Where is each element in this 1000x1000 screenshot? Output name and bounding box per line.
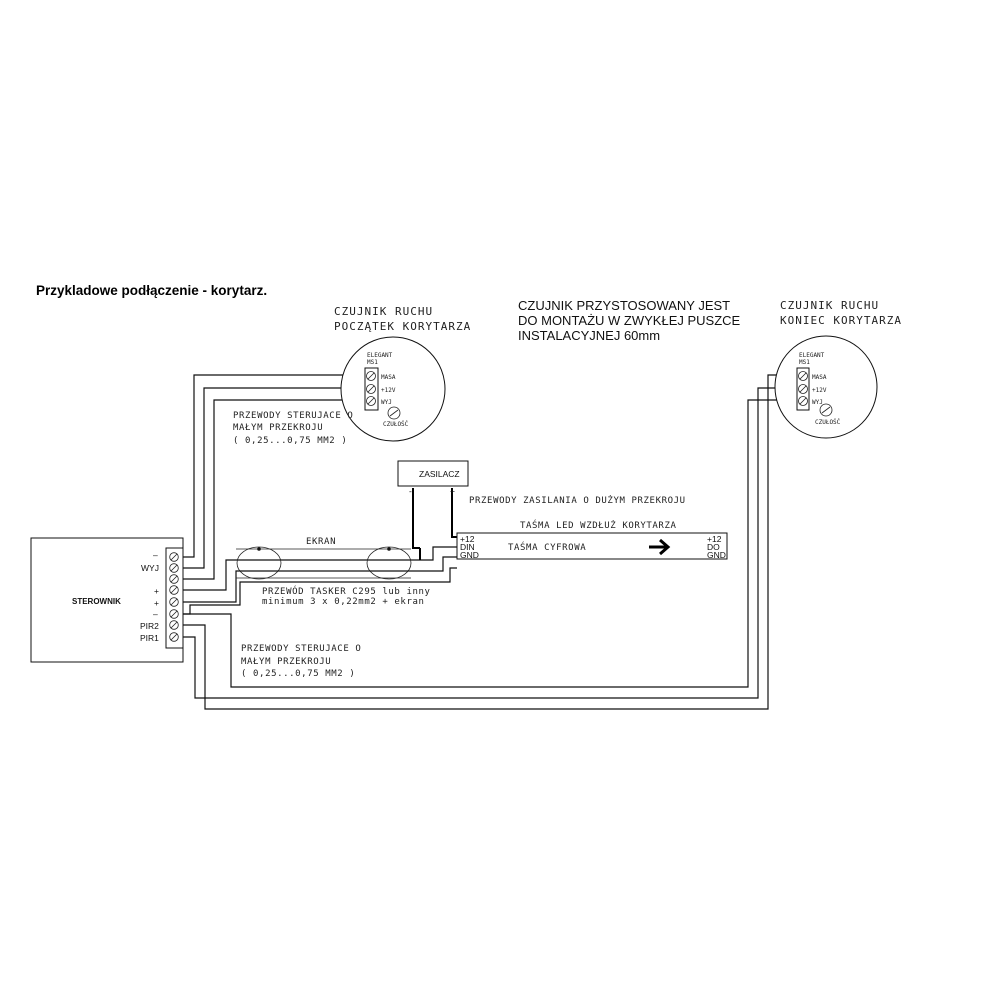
led-in-pin-gnd: GND	[460, 550, 479, 560]
sensor-start-label1: CZUJNIK RUCHU	[334, 305, 433, 318]
power-wire-note: PRZEWODY ZASILANIA O DUŻYM PRZEKROJU	[469, 495, 686, 506]
controller: STEROWNIK – WYJ + + – PIR2 PIR1	[30, 537, 184, 663]
controller-terminal-plus2: +	[154, 598, 159, 608]
led-out-pin-gnd: GND	[707, 550, 726, 560]
power-supply: ZASILACZ - +	[397, 460, 469, 496]
mounting-note-line3: INSTALACYJNEJ 60mm	[518, 328, 660, 343]
wires-top-line2: MAŁYM PRZEKROJU	[233, 423, 323, 433]
sensor-start-pin-wyj: WYJ	[381, 399, 392, 406]
sensor-end-pin-wyj: WYJ	[812, 399, 823, 406]
controller-terminal-plus1: +	[154, 586, 159, 596]
led-strip: +12 DIN GND TAŚMA CYFROWA +12 DO GND	[456, 532, 728, 560]
led-out-pin-do: DO	[707, 542, 720, 552]
sensor-start-label2: POCZĄTEK KORYTARZA	[334, 320, 471, 333]
controller-terminal-pir2: PIR2	[140, 621, 159, 631]
terminal-screw-icon	[366, 371, 376, 406]
sensor-end-label1: CZUJNIK RUCHU	[780, 299, 879, 312]
wires-bottom-line3: ( 0,25...0,75 MM2 )	[241, 669, 355, 679]
sensitivity-knob-icon	[387, 406, 401, 420]
sensor-start: ELEGANT MS1 MASA +12V WYJ CZUŁOŚĆ	[340, 336, 446, 442]
sensor-end-model: MS1	[799, 359, 810, 366]
page-title: Przykladowe podłączenie - korytarz.	[36, 283, 267, 298]
sensor-end: ELEGANT MS1 MASA +12V WYJ CZUŁOŚĆ	[774, 335, 878, 439]
controller-terminal-minus2: –	[153, 609, 158, 619]
arrow-right-icon	[649, 538, 671, 556]
mounting-note-line2: DO MONTAŻU W ZWYKŁEJ PUSZCE	[518, 313, 741, 328]
sensor-start-sensitivity: CZUŁOŚĆ	[383, 421, 409, 428]
led-in-pin-din: DIN	[460, 542, 475, 552]
controller-label: STEROWNIK	[72, 597, 121, 606]
power-supply-minus: -	[409, 486, 412, 496]
wires-bottom-line2: MAŁYM PRZEKROJU	[241, 657, 331, 667]
cable-note-line1: PRZEWÓD TASKER C295 lub inny	[262, 585, 431, 597]
sensor-end-label2: KONIEC KORYTARZA	[780, 314, 902, 327]
cable-note-line2: minimum 3 x 0,22mm2 + ekran	[262, 597, 425, 607]
shield-label: EKRAN	[306, 537, 336, 547]
sensor-end-sensitivity: CZUŁOŚĆ	[815, 419, 841, 426]
wires-bottom-line1: PRZEWODY STERUJACE O	[241, 644, 361, 654]
controller-terminal-minus1: –	[153, 550, 158, 560]
wires-top-line3: ( 0,25...0,75 MM2 )	[233, 436, 347, 446]
wires-top-line1: PRZEWODY STERUJACE O	[233, 411, 353, 421]
sensor-end-pin-masa: MASA	[812, 374, 827, 381]
sensor-start-pin-masa: MASA	[381, 374, 396, 381]
wiring	[183, 374, 797, 710]
sensor-start-model: MS1	[367, 359, 378, 366]
power-supply-plus: +	[450, 486, 455, 496]
power-supply-label: ZASILACZ	[419, 469, 460, 479]
led-strip-title: TAŚMA LED WZDŁUŻ KORYTARZA	[520, 519, 676, 531]
sensor-end-brand: ELEGANT	[799, 352, 825, 359]
sensor-start-brand: ELEGANT	[367, 352, 393, 359]
terminal-screw-icon	[169, 552, 179, 642]
cable-shield: EKRAN	[236, 537, 412, 580]
led-out-pin-12: +12	[707, 534, 722, 544]
controller-terminal-pir1: PIR1	[140, 633, 159, 643]
mounting-note-line1: CZUJNIK PRZYSTOSOWANY JEST	[518, 298, 730, 313]
led-in-pin-12: +12	[460, 534, 475, 544]
sensor-end-pin-12v: +12V	[812, 387, 827, 394]
controller-terminal-wyj: WYJ	[141, 563, 159, 573]
sensitivity-knob-icon	[819, 403, 833, 417]
sensor-start-pin-12v: +12V	[381, 387, 396, 394]
led-strip-label: TAŚMA CYFROWA	[508, 541, 586, 553]
terminal-screw-icon	[798, 371, 808, 406]
